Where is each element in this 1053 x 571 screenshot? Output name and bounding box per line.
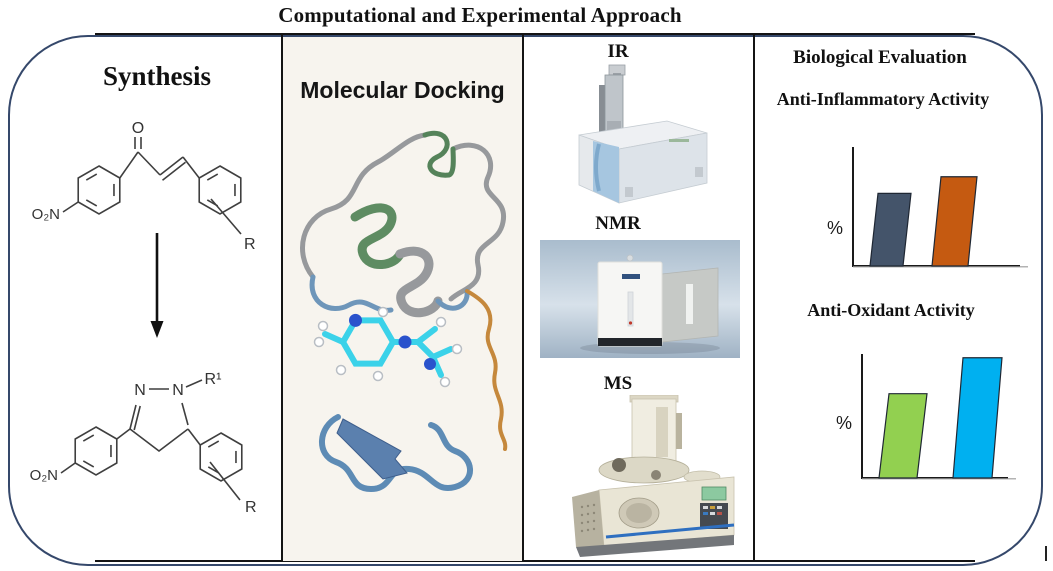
chalcone-structure xyxy=(62,137,242,235)
y-axis-percent-label: % xyxy=(827,218,843,238)
gray-helix xyxy=(395,246,443,318)
bottom-border-line xyxy=(95,560,975,562)
chart-bar xyxy=(952,357,1003,479)
stray-mark xyxy=(1045,546,1047,561)
blue-loop xyxy=(309,274,394,313)
sample-carousel xyxy=(598,456,690,484)
divider-3 xyxy=(753,35,755,561)
carbonyl-o-label: O xyxy=(132,120,144,137)
panel-synthesis: Synthesis O O₂N R xyxy=(8,37,281,561)
nmr-instrument-photo xyxy=(540,240,740,358)
anti-inflammatory-title: Anti-Inflammatory Activity xyxy=(776,89,990,109)
green-loop xyxy=(422,130,456,178)
chalcone-r-label: R xyxy=(244,236,256,253)
panel-biological: Biological Evaluation Anti-Inflammatory … xyxy=(755,37,1045,561)
ir-instrument-photo xyxy=(578,64,708,204)
bars xyxy=(869,176,978,267)
divider-1 xyxy=(281,35,283,561)
nmr-spectrometer xyxy=(580,254,720,354)
ms-instrument-photo xyxy=(572,395,735,557)
chart-bar xyxy=(931,176,978,267)
beta-loop xyxy=(319,414,473,493)
reaction-arrow xyxy=(150,233,164,338)
panel-spectroscopy: IR NMR xyxy=(524,37,753,561)
gcms-instrument xyxy=(572,395,735,557)
ms-front-panel xyxy=(572,490,604,547)
y-axis-percent-label: % xyxy=(836,413,852,433)
docking-heading: Molecular Docking xyxy=(300,77,505,103)
pyrazoline-n2-label: N xyxy=(134,382,146,399)
divider-2 xyxy=(522,35,524,561)
ms-label: MS xyxy=(603,373,633,394)
panel-docking: Molecular Docking xyxy=(283,37,522,561)
nmr-label: NMR xyxy=(595,213,641,234)
anti-inflammatory-chart: % xyxy=(827,147,1028,268)
figure-title: Computational and Experimental Approach xyxy=(278,3,682,27)
protein-ribbon xyxy=(300,130,508,451)
outer-rounded-border xyxy=(8,35,1043,566)
top-border-line xyxy=(95,33,975,35)
chart-bar xyxy=(869,192,912,267)
ir-label: IR xyxy=(607,41,629,62)
pyrazoline-nitro-label: O₂N xyxy=(30,467,58,484)
chart-bar xyxy=(878,393,928,479)
synthesis-heading: Synthesis xyxy=(102,61,212,91)
ms-display xyxy=(701,486,727,501)
biological-heading: Biological Evaluation xyxy=(793,47,967,68)
ir-spectrometer xyxy=(578,64,708,204)
hydrogen-atoms xyxy=(313,306,463,388)
reaction-scheme: O O₂N R N N R¹ O₂N xyxy=(30,120,257,516)
nitrogen-atoms xyxy=(349,313,436,370)
anti-oxidant-chart: % xyxy=(836,354,1016,480)
green-helix xyxy=(350,203,405,269)
ms-blue-stripe xyxy=(605,523,735,539)
pyrazoline-structure xyxy=(60,379,241,501)
beta-strand-arrow xyxy=(336,418,408,480)
orange-strand xyxy=(465,289,508,451)
anti-oxidant-title: Anti-Oxidant Activity xyxy=(807,300,975,320)
pyrazoline-r-label: R xyxy=(245,499,257,516)
pyrazoline-r1-label: R¹ xyxy=(205,371,222,388)
chalcone-nitro-label: O₂N xyxy=(32,206,60,223)
docking-ligand xyxy=(313,306,463,388)
bars xyxy=(878,357,1003,479)
docking-illustration xyxy=(300,130,508,493)
ms-base xyxy=(576,535,734,557)
aromatic-rings xyxy=(74,165,243,482)
autosampler-tower xyxy=(631,398,677,464)
pyrazoline-n1-label: N xyxy=(172,382,184,399)
